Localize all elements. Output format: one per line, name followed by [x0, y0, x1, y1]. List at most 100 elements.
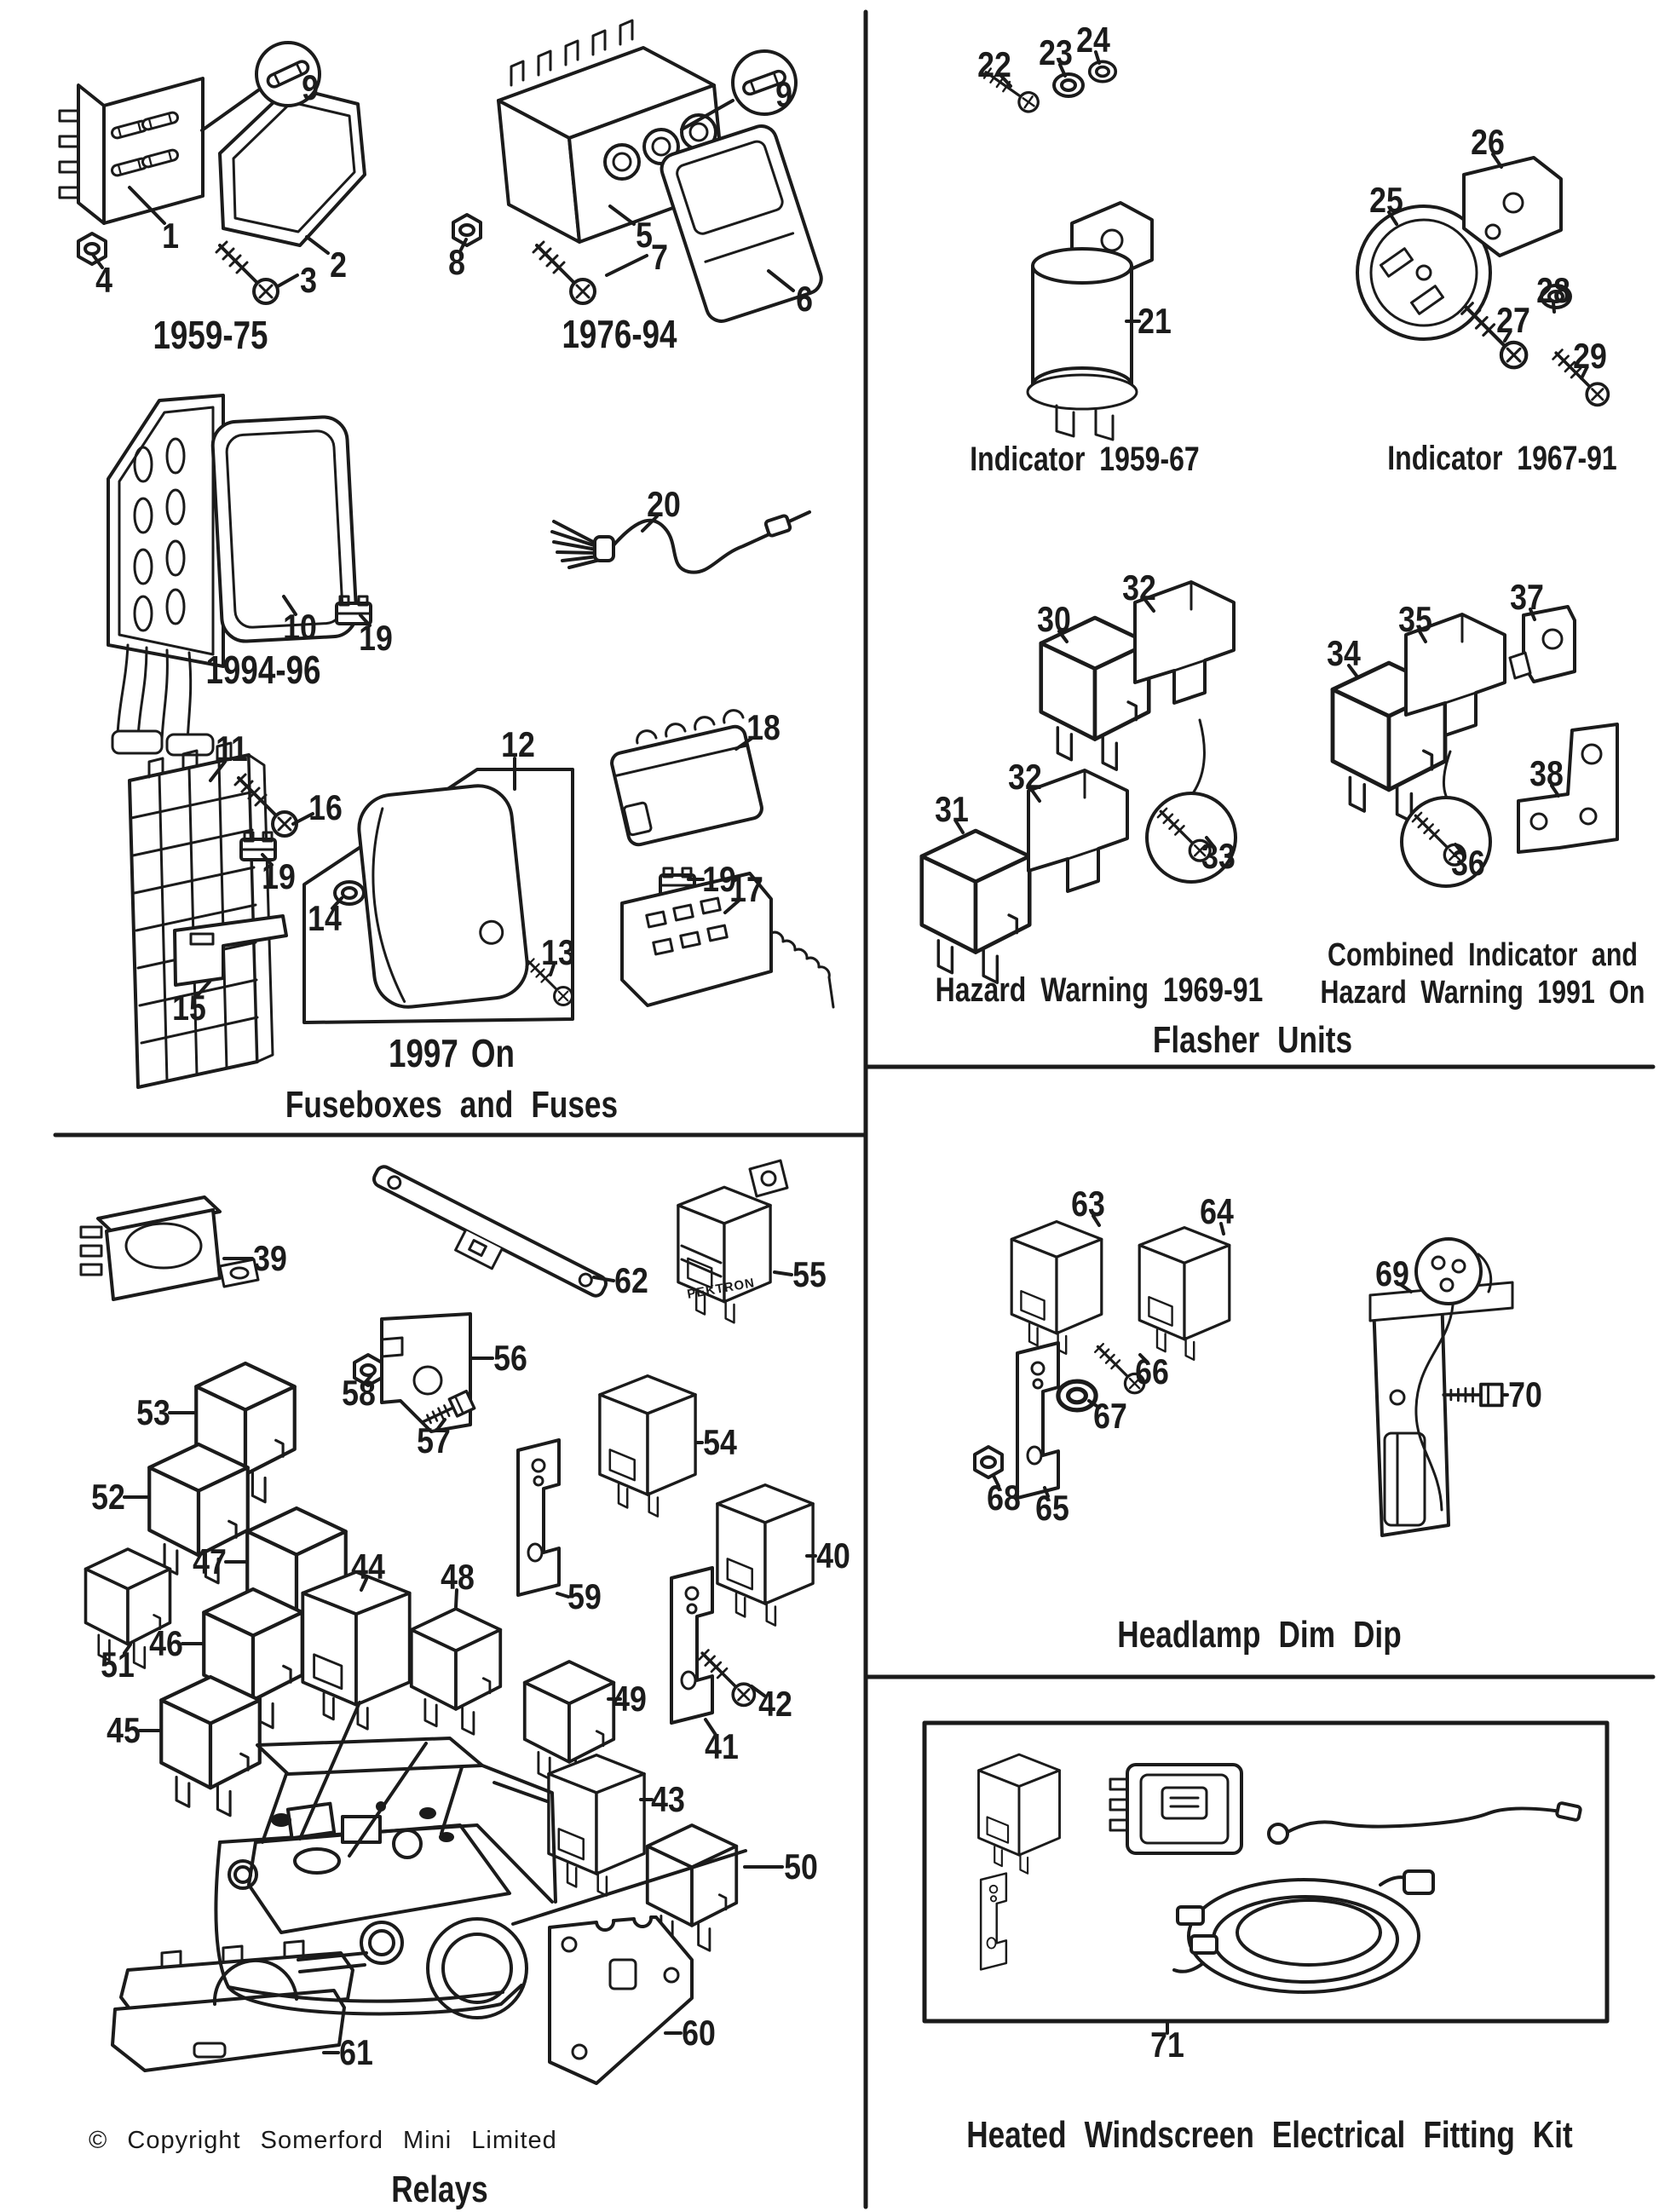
mounting-tray-61	[111, 1939, 354, 2072]
fusebox-cover-1976-94	[660, 124, 823, 323]
screw-3	[215, 240, 279, 305]
part-callout-52: 52	[91, 1477, 125, 1517]
callout-leader-7	[605, 254, 648, 277]
relay-44	[301, 1570, 412, 1731]
callout-leader-22	[999, 74, 1012, 88]
fuse-detail-circle-1976	[731, 49, 798, 116]
part-callout-34: 34	[1327, 633, 1361, 673]
section-title-flasher-units: Flasher Units	[1152, 1019, 1353, 1061]
callout-leader-68	[992, 1474, 1000, 1488]
part-callout-32: 32	[1122, 567, 1156, 608]
callout-leader-19	[261, 853, 274, 867]
callout-leader-30	[1057, 630, 1069, 643]
relay-39	[79, 1195, 260, 1301]
part-callout-48: 48	[441, 1557, 475, 1597]
part-callout-19: 19	[262, 856, 296, 896]
group-label-1959-75: 1959-75	[153, 313, 268, 357]
relay-43	[547, 1753, 646, 1898]
part-callout-66: 66	[1135, 1351, 1169, 1391]
relay-54	[598, 1374, 697, 1518]
washer-67	[1058, 1381, 1096, 1410]
callout-leader-27	[1503, 331, 1512, 343]
callout-leader-13	[549, 963, 556, 976]
section-title-headlamp-dim-dip: Headlamp Dim Dip	[1117, 1614, 1402, 1656]
callout-leader-2	[305, 235, 330, 255]
part-callout-16: 16	[308, 787, 343, 827]
callout-leader-28	[1552, 301, 1556, 314]
part-callout-25: 25	[1369, 180, 1403, 220]
part-callout-50: 50	[784, 1846, 818, 1887]
part-callout-31: 31	[935, 789, 969, 829]
part-callout-12: 12	[501, 724, 535, 764]
part-callout-62: 62	[614, 1260, 648, 1300]
kit-wiring-harness	[1172, 1869, 1435, 1994]
callout-leader-65	[1043, 1486, 1050, 1498]
callout-leader-55	[773, 1270, 793, 1276]
part-callout-28: 28	[1536, 270, 1570, 310]
part-callout-4: 4	[95, 260, 112, 300]
part-callout-7: 7	[651, 237, 668, 277]
fusebox-cover-18	[610, 709, 763, 847]
group-label-1994-96: 1994-96	[205, 648, 321, 692]
part-callout-43: 43	[651, 1779, 685, 1819]
callout-leader-38	[1550, 784, 1560, 798]
bracket-41	[670, 1566, 714, 1725]
callout-leader-4	[91, 253, 104, 269]
callout-leader-44	[360, 1577, 368, 1592]
combined-1991-drawing	[1333, 605, 1619, 888]
section-title-fuseboxes: Fuseboxes and Fuses	[285, 1084, 619, 1126]
relay-40	[716, 1483, 815, 1627]
callout-leader-8	[459, 238, 468, 251]
dimdip-relay-64	[1138, 1225, 1231, 1362]
part-callout-33: 33	[1201, 836, 1236, 876]
callout-leader-51	[123, 1643, 132, 1655]
fusebox-cover-1994-96	[210, 415, 359, 643]
callout-leader-5	[608, 204, 636, 226]
callout-leader-41	[704, 1718, 717, 1737]
windscreen-kit-box	[922, 1720, 1610, 2024]
part-callout-44: 44	[351, 1547, 385, 1587]
bolt-70	[1442, 1382, 1504, 1408]
section-title-relays: Relays	[391, 2169, 488, 2210]
callout-leader-3	[276, 274, 299, 288]
indicator-1967-91-drawing	[1356, 156, 1610, 407]
label-combined-line2: Hazard Warning 1991 On	[1320, 974, 1645, 1011]
dimdip-unit-69	[1368, 1237, 1514, 1537]
part-callout-26: 26	[1471, 122, 1505, 162]
bracket-15	[173, 914, 288, 987]
callout-leader-32	[1029, 787, 1041, 803]
callout-leader-18	[734, 736, 754, 751]
part-callout-10: 10	[283, 607, 317, 647]
mini-car-illustration	[212, 1701, 747, 2019]
part-callout-14: 14	[308, 898, 342, 938]
hazard-1969-91-drawing	[922, 580, 1237, 982]
part-callout-70: 70	[1508, 1374, 1542, 1414]
part-callout-13: 13	[541, 932, 575, 972]
fusebox-1994-96-drawing	[107, 394, 225, 757]
copyright-notice: © Copyright Somerford Mini Limited	[89, 2127, 557, 2154]
part-callout-60: 60	[682, 2013, 716, 2053]
part-callout-71: 71	[1150, 2025, 1184, 2065]
fusebox-1997-drawing	[128, 741, 274, 1089]
part-callout-19: 19	[359, 618, 393, 658]
label-combined-indicator: Combined Indicator and Hazard Warning 19…	[1320, 937, 1645, 1011]
fuse-detail-circle-1959	[255, 41, 321, 107]
callout-leader-62	[592, 1276, 615, 1282]
callout-leader-14	[331, 896, 343, 910]
dimdip-relay-63	[1010, 1219, 1103, 1356]
callout-leader-29	[1580, 366, 1588, 380]
callout-leader-32	[1143, 598, 1155, 613]
callout-leader-34	[1347, 664, 1358, 677]
part-callout-5: 5	[636, 215, 653, 255]
part-callout-29: 29	[1573, 336, 1607, 376]
mounting-strip-62	[372, 1165, 608, 1298]
part-callout-24: 24	[1076, 20, 1110, 60]
part-callout-15: 15	[172, 988, 206, 1028]
indicator-1959-67-drawing	[981, 60, 1154, 441]
callout-leader-48	[454, 1588, 458, 1609]
callout-leader-25	[1387, 210, 1398, 226]
callout-leader-26	[1491, 153, 1503, 169]
callout-leader-24	[1094, 50, 1101, 65]
callout-leader-59	[556, 1592, 570, 1599]
